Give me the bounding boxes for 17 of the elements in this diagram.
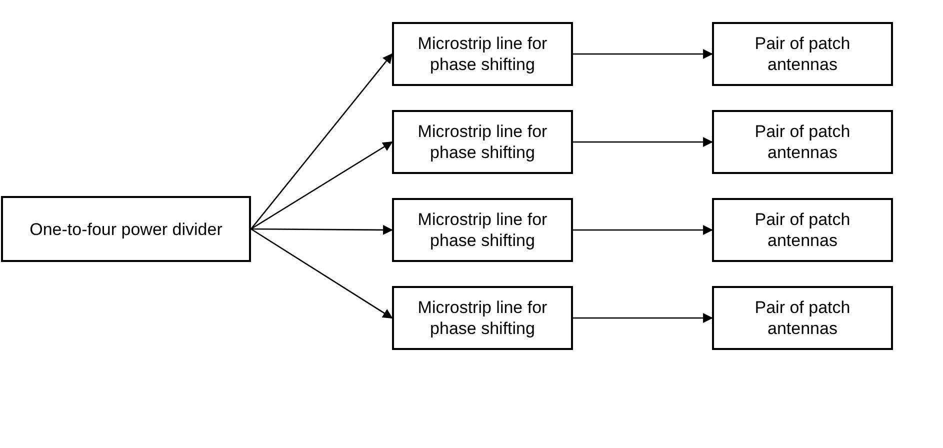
arrow <box>250 141 393 230</box>
process-box: One-to-four power divider <box>1 196 251 262</box>
process-box: Pair of patch antennas <box>712 22 893 86</box>
process-box: Microstrip line for phase shifting <box>392 286 573 350</box>
process-box: Pair of patch antennas <box>712 198 893 262</box>
arrow <box>573 137 713 147</box>
arrow <box>573 225 713 235</box>
arrow <box>250 228 393 319</box>
process-box: Pair of patch antennas <box>712 286 893 350</box>
process-box: Microstrip line for phase shifting <box>392 198 573 262</box>
arrow <box>251 224 393 235</box>
arrow <box>573 49 713 59</box>
arrow <box>250 53 393 230</box>
process-box: Pair of patch antennas <box>712 110 893 174</box>
process-box: Microstrip line for phase shifting <box>392 110 573 174</box>
process-box: Microstrip line for phase shifting <box>392 22 573 86</box>
arrow <box>573 313 713 323</box>
